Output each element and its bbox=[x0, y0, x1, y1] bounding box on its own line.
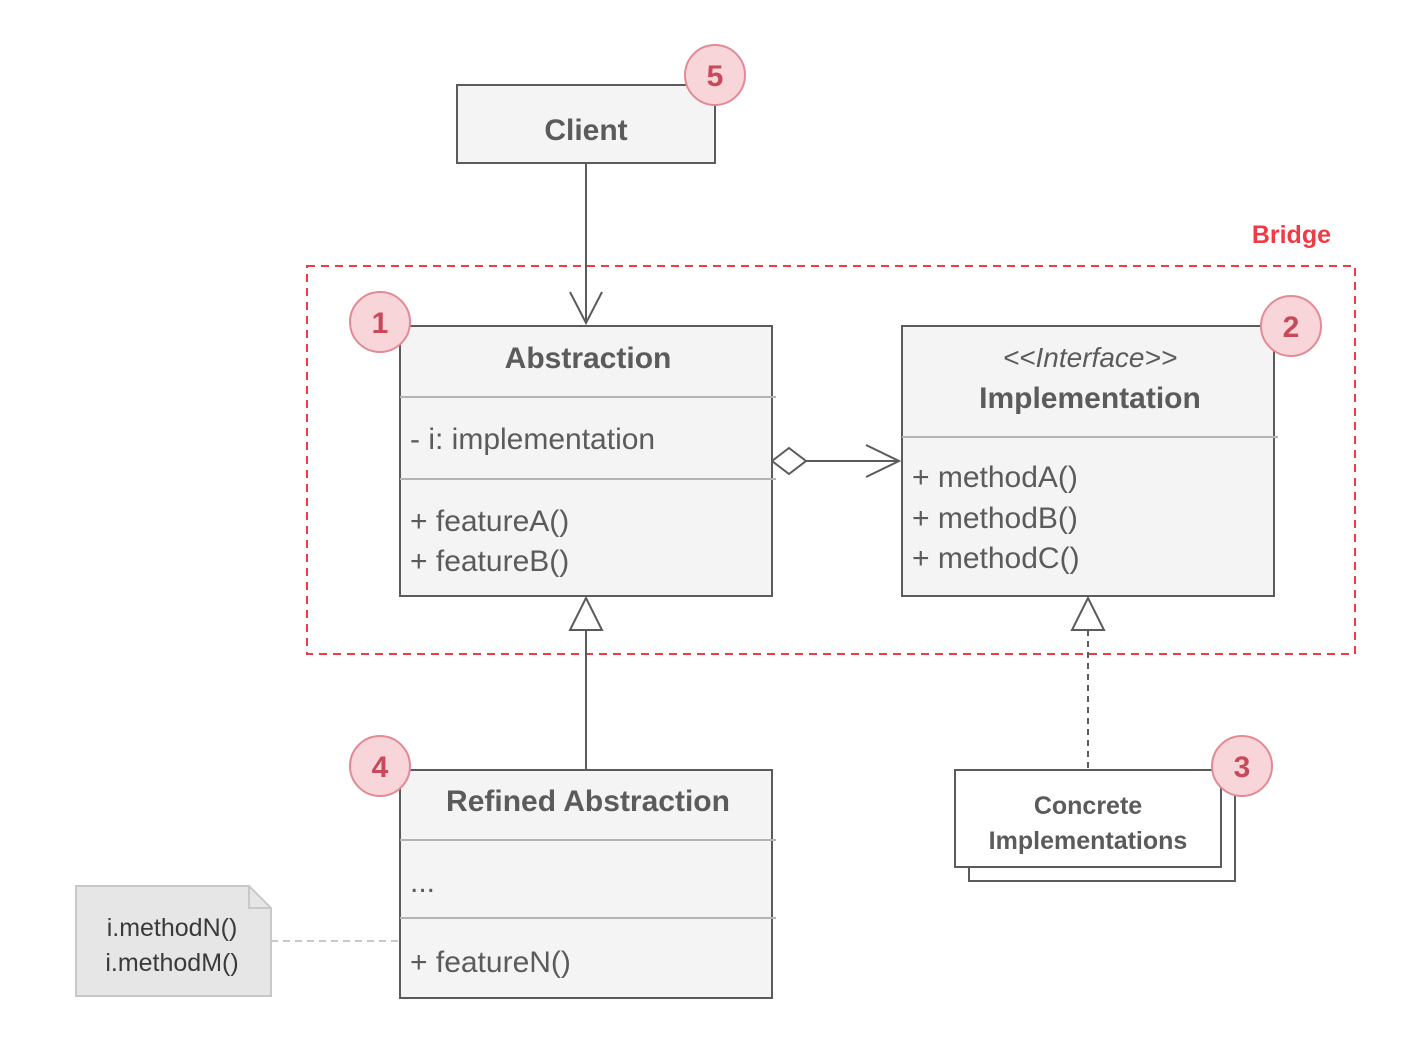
abstraction-class[interactable]: Abstraction - i: implementation + featur… bbox=[399, 325, 776, 597]
badge-number: 1 bbox=[372, 307, 389, 340]
badge-number: 2 bbox=[1283, 311, 1300, 344]
badge-2: 2 bbox=[1260, 295, 1322, 357]
implementation-method: + methodC() bbox=[912, 542, 1080, 575]
badge-1: 1 bbox=[349, 291, 411, 353]
abstraction-name: Abstraction bbox=[505, 342, 672, 375]
client-abstraction-arrow bbox=[569, 163, 603, 326]
realization-arrow bbox=[1070, 595, 1106, 769]
badge-4: 4 bbox=[349, 735, 411, 797]
concrete-line: Concrete bbox=[1034, 792, 1142, 820]
client-class[interactable]: Client bbox=[456, 84, 716, 164]
aggregation-arrow bbox=[770, 444, 902, 478]
refined-abstraction-class[interactable]: Refined Abstraction ... + featureN() bbox=[399, 769, 776, 999]
implementation-stereotype: <<Interface>> bbox=[1003, 342, 1177, 373]
badge-number: 4 bbox=[372, 751, 389, 784]
badge-number: 3 bbox=[1234, 751, 1251, 784]
note-line: i.methodM() bbox=[105, 949, 238, 977]
note-line: i.methodN() bbox=[107, 914, 238, 942]
inheritance-arrow bbox=[568, 595, 604, 769]
bridge-region bbox=[306, 265, 1356, 655]
code-note: i.methodN() i.methodM() bbox=[75, 885, 272, 997]
badge-number: 5 bbox=[707, 60, 724, 93]
concrete-line: Implementations bbox=[989, 827, 1188, 855]
badge-5: 5 bbox=[684, 44, 746, 106]
concrete-implementations-class[interactable]: Concrete Implementations bbox=[954, 769, 1236, 882]
implementation-method: + methodA() bbox=[912, 461, 1078, 494]
implementation-interface[interactable]: <<Interface>> Implementation + methodA()… bbox=[901, 325, 1278, 597]
abstraction-method: + featureA() bbox=[410, 505, 569, 538]
client-name: Client bbox=[544, 114, 627, 147]
refined-method: + featureN() bbox=[410, 946, 571, 979]
abstraction-method: + featureB() bbox=[410, 545, 569, 578]
bridge-label: Bridge bbox=[1252, 221, 1331, 249]
implementation-method: + methodB() bbox=[912, 502, 1078, 535]
implementation-name: Implementation bbox=[979, 382, 1201, 415]
badge-3: 3 bbox=[1211, 735, 1273, 797]
refined-abstraction-name: Refined Abstraction bbox=[446, 785, 730, 818]
aggregation-diamond bbox=[770, 446, 808, 476]
abstraction-field: - i: implementation bbox=[410, 423, 655, 456]
refined-field: ... bbox=[410, 866, 435, 899]
